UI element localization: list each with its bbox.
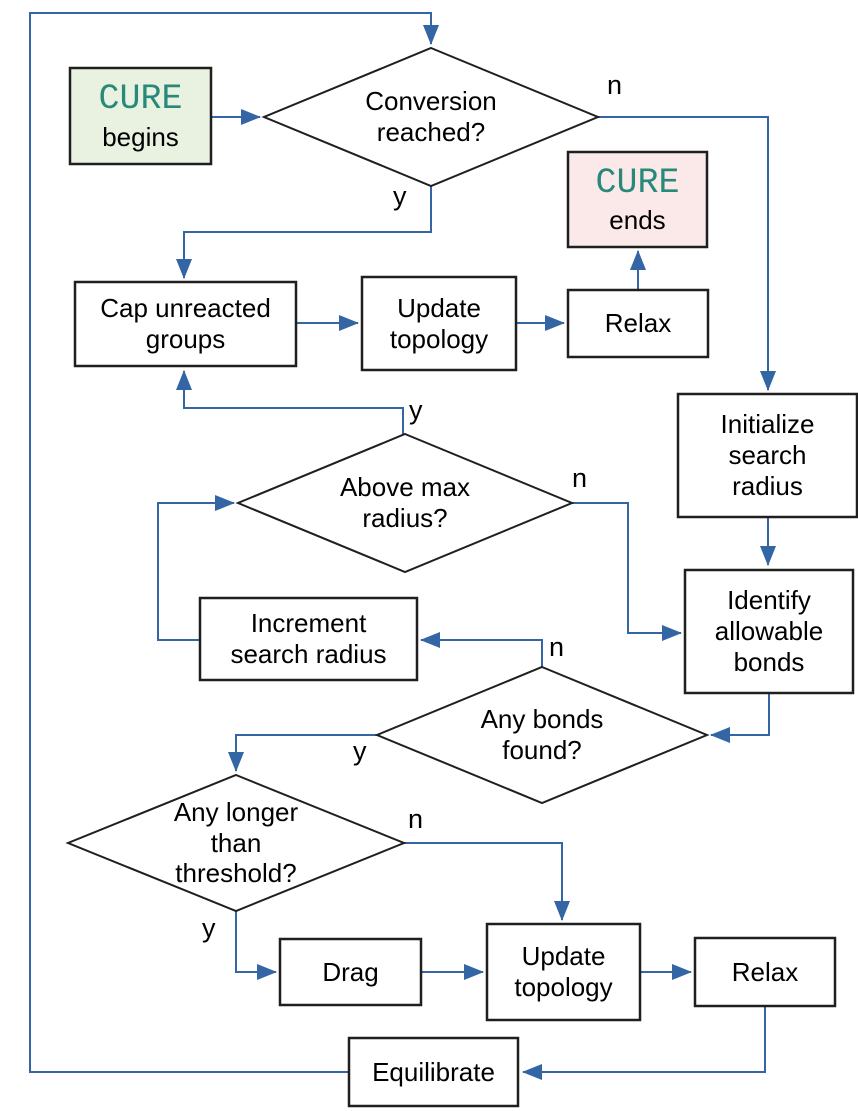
cap-unreacted-groups-box: [73, 280, 298, 368]
equilibrate-box: [347, 1036, 520, 1108]
cure-ends-box: [566, 150, 709, 249]
edge-any-longer-no-to-update-topology-bottom: [404, 842, 570, 921]
above-max-radius-diamond: [235, 432, 575, 574]
cure-begins-box: [68, 66, 213, 166]
update-topology-top-box: [360, 275, 518, 372]
edge-identify-to-any-bonds: [710, 693, 770, 743]
edge-equilibrate-loop-to-conversion: [29, 12, 439, 1073]
increment-search-radius-box: [198, 596, 419, 682]
relax-bottom-box: [693, 936, 837, 1008]
edge-conversion-no-to-initialize: [598, 116, 776, 391]
any-bonds-found-diamond: [374, 665, 710, 805]
conversion-reached-diamond: [261, 46, 601, 188]
initialize-search-radius-box: [676, 392, 858, 519]
edge-above-max-yes-to-cap: [176, 370, 404, 435]
update-topology-bottom-box: [485, 922, 642, 1022]
edge-increment-to-above-max: [157, 495, 235, 641]
edge-relax-bottom-to-equilibrate: [522, 1006, 766, 1080]
identify-allowable-bonds-box: [683, 568, 855, 695]
any-longer-than-threshold-diamond: [65, 773, 407, 913]
edge-above-max-no-to-identify: [572, 502, 682, 641]
edge-any-longer-yes-to-drag: [235, 911, 277, 980]
edge-conversion-yes-to-cap: [176, 186, 432, 279]
edge-any-bonds-no-to-increment: [420, 632, 543, 667]
edge-any-bonds-yes-to-any-longer: [228, 734, 377, 772]
relax-top-box: [566, 288, 710, 359]
drag-box: [278, 937, 423, 1007]
